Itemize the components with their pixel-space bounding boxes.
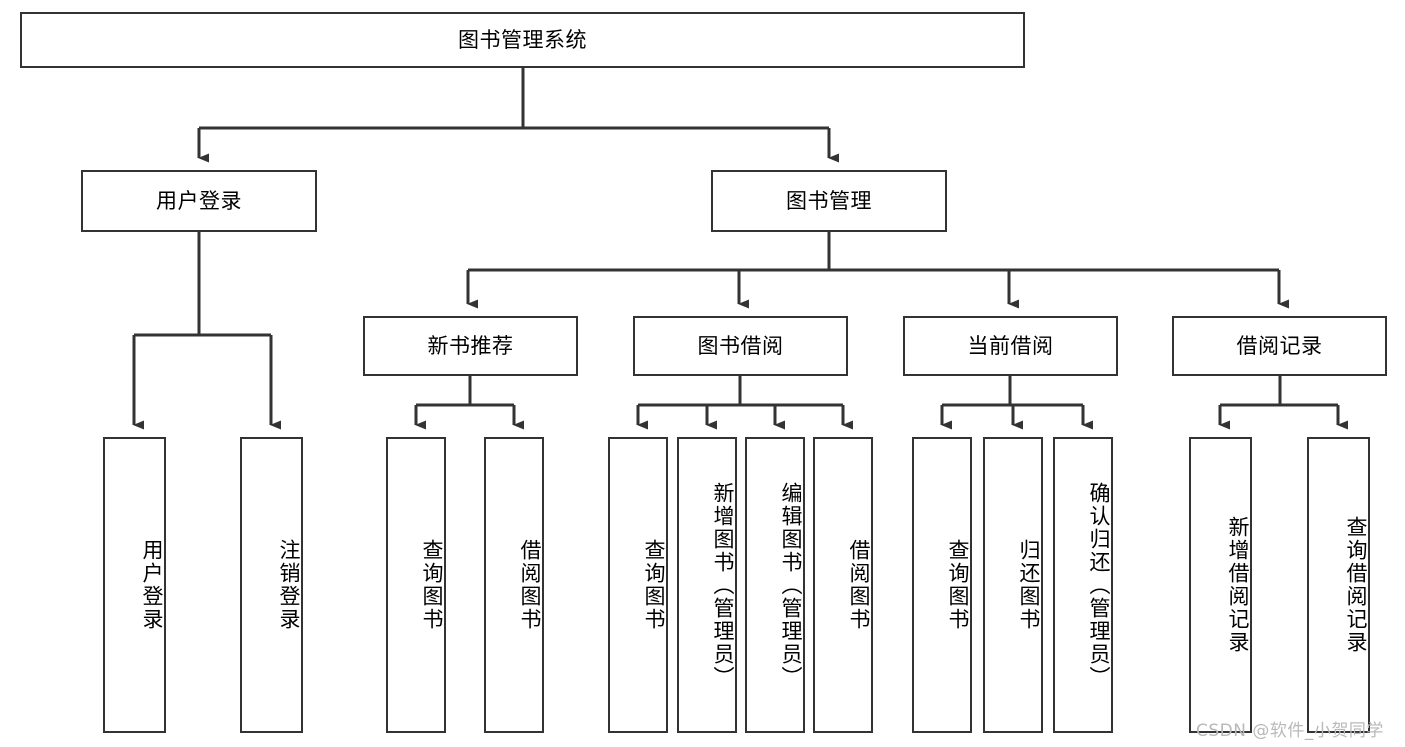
node-leaf-query-book-2[interactable]: 查询图书 [608,437,668,733]
node-user-login[interactable]: 用户登录 [81,170,317,232]
node-leaf-query-book-1[interactable]: 查询图书 [386,437,446,733]
node-current-borrow[interactable]: 当前借阅 [903,316,1118,376]
node-new-book-rec-label: 新书推荐 [427,333,514,358]
node-leaf-query-book-3-label: 查询图书 [946,539,970,631]
node-current-borrow-label: 当前借阅 [967,333,1054,358]
node-root[interactable]: 图书管理系统 [20,12,1025,68]
node-leaf-add-book-label: 新增图书（管理员） [711,481,735,689]
node-leaf-query-book-1-label: 查询图书 [420,539,444,631]
node-leaf-user-login-label: 用户登录 [140,539,164,631]
node-leaf-confirm-return[interactable]: 确认归还（管理员） [1053,437,1113,733]
node-leaf-borrow-book-1[interactable]: 借阅图书 [484,437,544,733]
node-book-manage-label: 图书管理 [786,188,872,213]
node-leaf-query-record-label: 查询借阅记录 [1344,516,1368,654]
node-leaf-edit-book-label: 编辑图书（管理员） [779,481,803,689]
node-leaf-query-book-2-label: 查询图书 [642,539,666,631]
node-leaf-query-book-3[interactable]: 查询图书 [912,437,972,733]
node-leaf-return-book-label: 归还图书 [1017,539,1041,631]
node-leaf-borrow-book-2-label: 借阅图书 [847,539,871,631]
node-borrow-record[interactable]: 借阅记录 [1172,316,1387,376]
node-leaf-confirm-return-label: 确认归还（管理员） [1087,481,1111,689]
node-leaf-query-record[interactable]: 查询借阅记录 [1307,437,1370,733]
node-leaf-logout-label: 注销登录 [277,539,301,631]
node-user-login-label: 用户登录 [156,188,242,213]
node-leaf-add-record-label: 新增借阅记录 [1226,516,1250,654]
node-borrow-record-label: 借阅记录 [1236,333,1323,358]
node-leaf-logout[interactable]: 注销登录 [240,437,303,733]
node-leaf-return-book[interactable]: 归还图书 [983,437,1043,733]
node-book-borrow-label: 图书借阅 [697,333,784,358]
node-leaf-edit-book[interactable]: 编辑图书（管理员） [745,437,805,733]
node-leaf-add-book[interactable]: 新增图书（管理员） [677,437,737,733]
node-leaf-borrow-book-2[interactable]: 借阅图书 [813,437,873,733]
node-leaf-add-record[interactable]: 新增借阅记录 [1189,437,1252,733]
node-leaf-user-login[interactable]: 用户登录 [103,437,166,733]
node-new-book-rec[interactable]: 新书推荐 [363,316,578,376]
node-root-label: 图书管理系统 [458,27,587,52]
watermark-text: CSDN @软件_小贺同学 [1196,721,1384,741]
node-book-manage[interactable]: 图书管理 [711,170,947,232]
node-leaf-borrow-book-1-label: 借阅图书 [518,539,542,631]
node-book-borrow[interactable]: 图书借阅 [633,316,848,376]
